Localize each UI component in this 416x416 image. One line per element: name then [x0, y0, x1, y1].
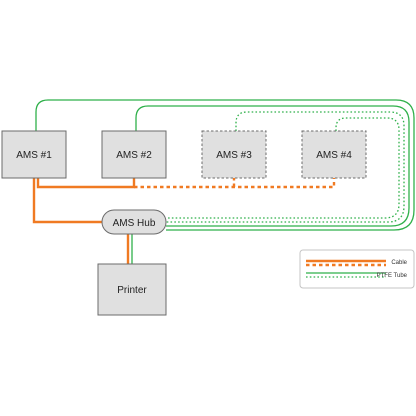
ams4-node: AMS #4: [301, 130, 367, 179]
ptfe-tube-ams3: [166, 111, 405, 223]
ams1-node: AMS #1: [1, 130, 67, 179]
ptfe-tube-ams4: [166, 117, 400, 219]
cable-ams1-ams2: [36, 178, 136, 189]
ams4-label: AMS #4: [316, 150, 352, 161]
ams3-node: AMS #3: [201, 130, 267, 179]
ams2-node: AMS #2: [101, 130, 167, 179]
hub-node: AMS Hub: [101, 209, 167, 235]
printer-label: Printer: [117, 285, 147, 296]
ams2-label: AMS #2: [116, 150, 152, 161]
legend-cable-label: Cable: [391, 260, 407, 266]
cable-ams1-hub: [32, 178, 104, 224]
ptfe-tube-ams2: [135, 105, 410, 227]
legend-box: [299, 249, 415, 289]
ptfe-tube-ams1: [35, 99, 415, 231]
legend-ptfe-label: PTFE Tube: [377, 273, 408, 279]
ams3-label: AMS #3: [216, 150, 252, 161]
legend: Cable PTFE Tube: [299, 249, 415, 289]
hub-label: AMS Hub: [113, 218, 156, 229]
printer-node: Printer: [97, 263, 167, 316]
ams1-label: AMS #1: [16, 150, 52, 161]
cable-ams2-ams3-ams4: [134, 178, 336, 189]
